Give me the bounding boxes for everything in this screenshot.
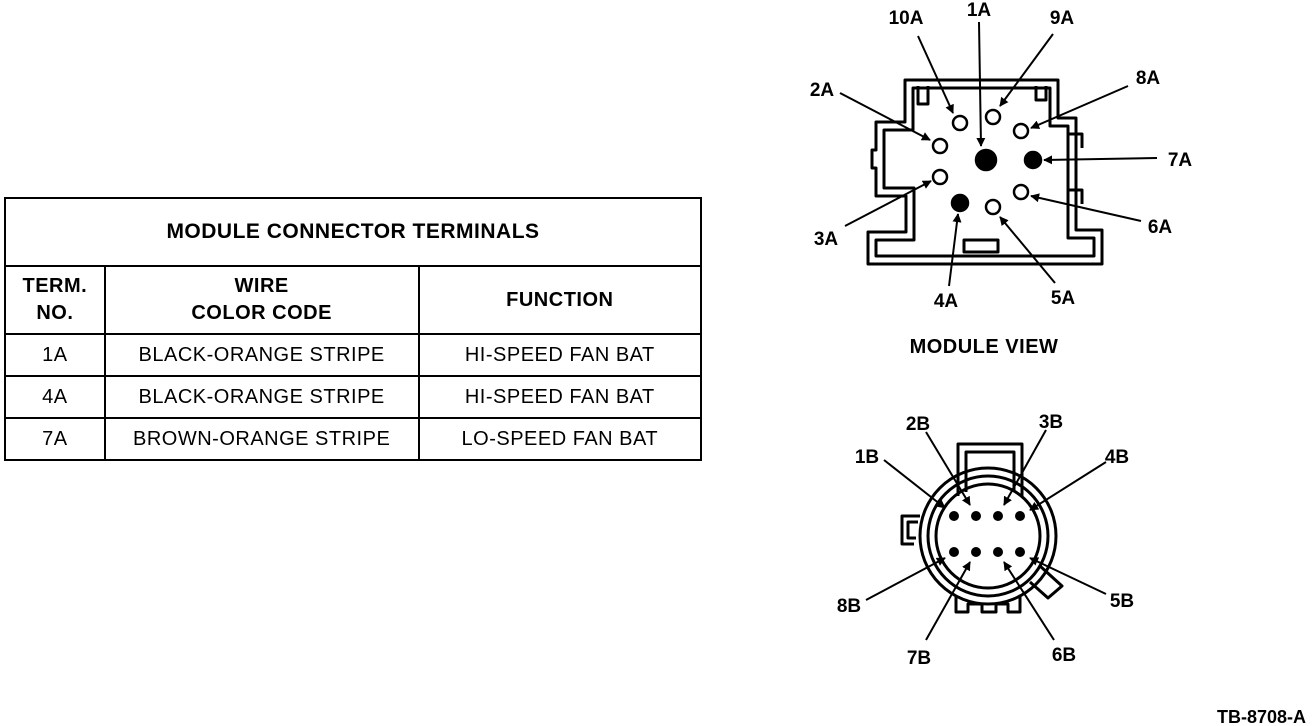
table-row: 1A BLACK-ORANGE STRIPE HI-SPEED FAN BAT — [4, 333, 703, 377]
cell-function: HI-SPEED FAN BAT — [417, 333, 703, 377]
label-5B: 5B — [1110, 591, 1134, 612]
harness-terminals — [949, 511, 1025, 557]
cell-wire: BLACK-ORANGE STRIPE — [103, 333, 420, 377]
terminal-7B — [971, 547, 981, 557]
terminal-2A — [931, 137, 949, 155]
label-1A: 1A — [967, 0, 992, 21]
terminal-6A — [1012, 183, 1030, 201]
terminal-7A — [1023, 150, 1043, 170]
terminal-8B — [949, 547, 959, 557]
label-6A: 6A — [1148, 217, 1173, 238]
label-10A: 10A — [889, 8, 924, 29]
terminal-5B — [1015, 547, 1025, 557]
terminal-9A — [984, 108, 1002, 126]
table-row: 4A BLACK-ORANGE STRIPE HI-SPEED FAN BAT — [4, 375, 703, 419]
header-wire-line1: WIRE — [234, 275, 289, 297]
module-view-caption: MODULE VIEW — [910, 336, 1059, 358]
header-wire-color-code: WIRE COLOR CODE — [103, 265, 420, 335]
module-leader-lines — [839, 21, 1158, 287]
terminal-10A — [951, 114, 969, 132]
label-5A: 5A — [1051, 288, 1076, 309]
terminal-1B — [949, 511, 959, 521]
label-6B: 6B — [1052, 645, 1076, 666]
harness-leader-lines — [865, 429, 1107, 641]
label-3A: 3A — [814, 229, 839, 250]
label-2A: 2A — [810, 80, 835, 101]
cell-function: HI-SPEED FAN BAT — [417, 375, 703, 419]
module-connector-terminals-table: MODULE CONNECTOR TERMINALS TERM. NO. WIR… — [4, 197, 703, 461]
label-8A: 8A — [1136, 68, 1161, 89]
header-wire-line2: COLOR CODE — [191, 302, 332, 324]
header-function: FUNCTION — [417, 265, 703, 335]
module-terminals — [931, 108, 1043, 216]
terminal-4B — [1015, 511, 1025, 521]
terminal-8A — [1012, 122, 1030, 140]
table-title: MODULE CONNECTOR TERMINALS — [4, 197, 702, 267]
terminal-5A — [984, 198, 1002, 216]
terminal-2B — [971, 511, 981, 521]
header-term-no: TERM. NO. — [4, 265, 106, 335]
label-7A: 7A — [1168, 150, 1193, 171]
terminal-6B — [993, 547, 1003, 557]
terminal-3B — [993, 511, 1003, 521]
cell-wire: BLACK-ORANGE STRIPE — [103, 375, 420, 419]
cell-term: 7A — [4, 417, 106, 461]
label-1B: 1B — [855, 447, 879, 468]
table-row: 7A BROWN-ORANGE STRIPE LO-SPEED FAN BAT — [4, 417, 703, 461]
label-8B: 8B — [837, 596, 861, 617]
label-7B: 7B — [907, 648, 931, 669]
header-term-line1: TERM. — [22, 275, 88, 297]
terminal-1A — [974, 148, 998, 172]
module-connector-body — [866, 78, 1104, 266]
terminal-3A — [931, 168, 949, 186]
label-3B: 3B — [1039, 412, 1063, 433]
harness-connector-body — [900, 442, 1064, 614]
header-term-line2: NO. — [36, 302, 74, 324]
label-4A: 4A — [934, 291, 959, 312]
label-4B: 4B — [1105, 447, 1129, 468]
label-9A: 9A — [1050, 8, 1075, 29]
label-2B: 2B — [906, 414, 930, 435]
cell-term: 1A — [4, 333, 106, 377]
cell-term: 4A — [4, 375, 106, 419]
cell-function: LO-SPEED FAN BAT — [417, 417, 703, 461]
terminal-4A — [950, 193, 970, 213]
figure-id: TB-8708-A — [1217, 707, 1306, 726]
cell-wire: BROWN-ORANGE STRIPE — [103, 417, 420, 461]
